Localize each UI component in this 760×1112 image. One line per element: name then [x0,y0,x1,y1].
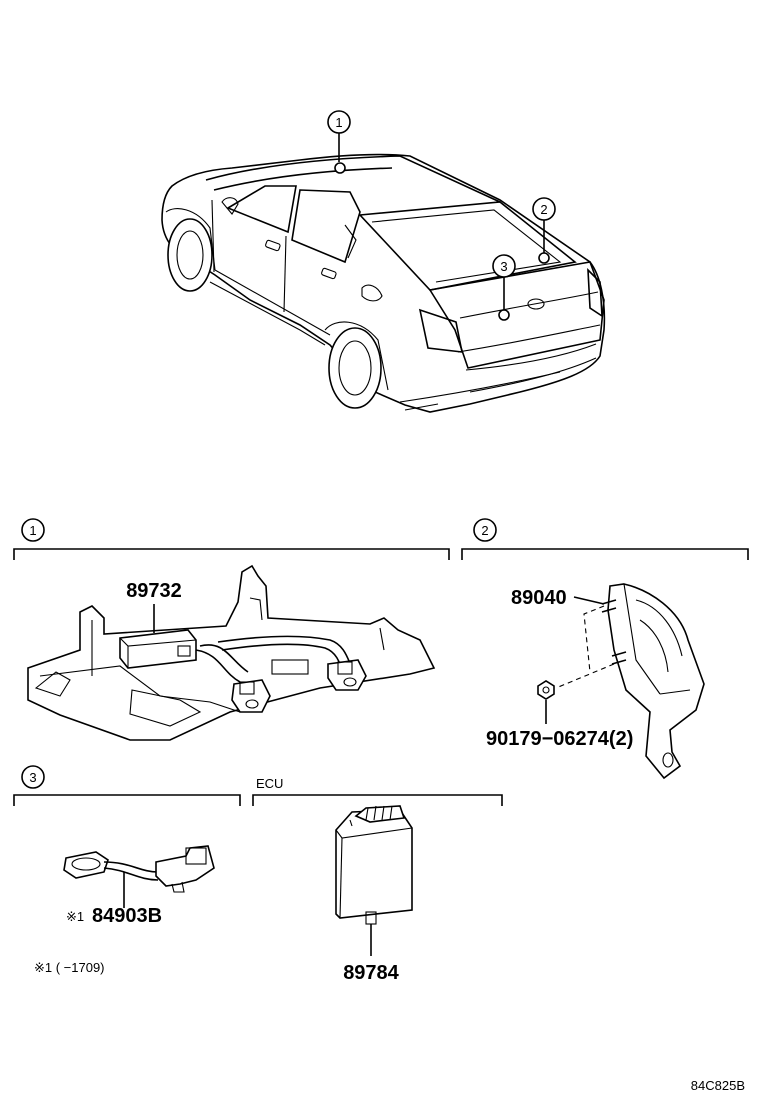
svg-text:3: 3 [500,259,507,274]
svg-text:2: 2 [481,523,488,538]
nut-icon [537,680,555,700]
callout-1-overview: 1 [327,110,351,174]
sensor-right [327,659,367,691]
note-mark-1: ※1 [66,909,84,924]
car-illustration [161,153,606,413]
section-1: 1 89732 [13,518,450,741]
svg-text:1: 1 [335,115,342,130]
footnote-1: ※1 ( −1709) [34,960,105,975]
sensor-left [231,679,271,713]
part-number-89040: 89040 [511,587,567,609]
part-number-84903b: 84903B [92,905,162,927]
part-number-89732: 89732 [126,580,182,602]
svg-text:1: 1 [29,523,36,538]
svg-text:2: 2 [540,202,547,217]
callout-3-overview: 3 [492,254,516,321]
section-ecu: ECU 89784 [252,776,503,984]
part-number-89784: 89784 [343,962,399,984]
diagram-code: 84C825B [691,1078,745,1093]
section-3: 3 ※1 84903B ※1 ( −1709) [13,765,241,975]
section-2: 2 89040 90179−06274(2) [461,518,749,780]
part-number-90179: 90179−06274(2) [486,728,633,750]
callout-2-overview: 2 [532,197,556,264]
svg-text:3: 3 [29,770,36,785]
ecu-label: ECU [256,776,283,791]
